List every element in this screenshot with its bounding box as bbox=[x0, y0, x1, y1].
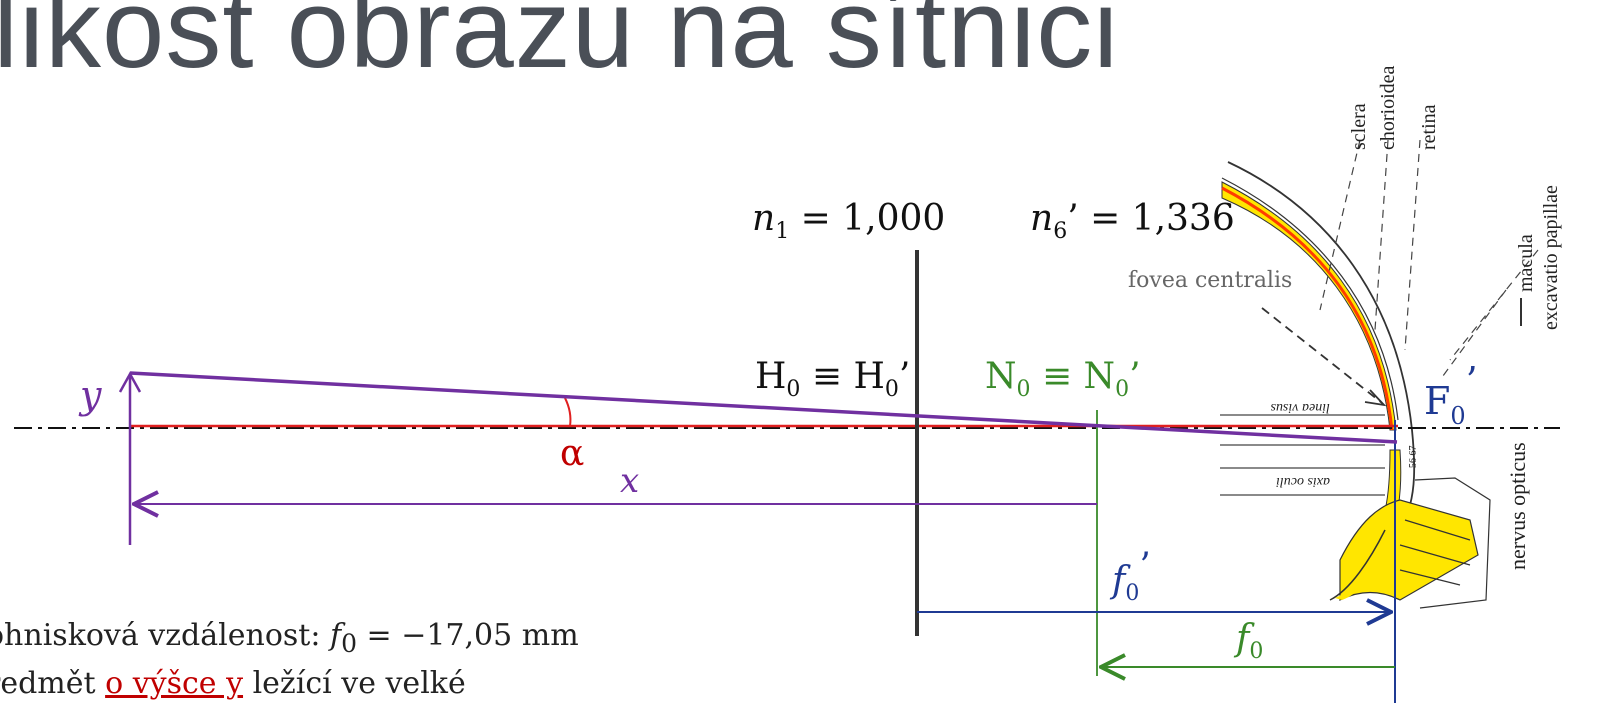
bottom-line-1: ohnisková vzdálenost: f0 = −17,05 mm bbox=[0, 618, 579, 658]
label-alpha: α bbox=[560, 433, 584, 474]
slide-title: elikost obrazu na sítnici bbox=[0, 0, 1120, 91]
lower-arc-yellow bbox=[1335, 540, 1388, 600]
sclera-outer-arc bbox=[1227, 161, 1416, 506]
choroid-layer bbox=[1221, 181, 1397, 431]
anatomy-chorioidea: chorioidea bbox=[1377, 65, 1399, 150]
anatomy-linea: linea visus bbox=[1270, 400, 1330, 415]
fovea-pointer bbox=[1261, 307, 1383, 404]
bottom-line-1-value: = −17,05 mm bbox=[357, 618, 579, 653]
alpha-arc bbox=[564, 397, 572, 427]
label-f0: f0 bbox=[1233, 618, 1263, 664]
axis-region-lines bbox=[1220, 414, 1385, 496]
label-n6: n6’ = 1,336 bbox=[1030, 198, 1235, 244]
bottom-line-1-f: f bbox=[329, 618, 342, 653]
lower-arc bbox=[1329, 529, 1386, 601]
label-N: N0 ≡ N0’ bbox=[985, 356, 1141, 402]
nerve-sheath bbox=[1414, 477, 1491, 609]
anatomy-nervus: nervus opticus bbox=[1505, 442, 1530, 570]
label-n1: n1 = 1,000 bbox=[752, 198, 945, 244]
sclera-inner-arc bbox=[1221, 177, 1399, 421]
label-y: y bbox=[78, 373, 102, 417]
anatomy-sclera: sclera bbox=[1348, 103, 1370, 150]
anatomy-macula: macula bbox=[1515, 234, 1537, 292]
label-F: F0’ bbox=[1424, 359, 1478, 430]
purple-ray bbox=[129, 371, 1398, 444]
fovea-arrowhead bbox=[1364, 389, 1387, 407]
anatomy-excavatio: excavatio papillae bbox=[1540, 185, 1562, 330]
anatomy-retina: retina bbox=[1418, 104, 1440, 150]
anatomy-leader-lines bbox=[1319, 139, 1539, 381]
bottom-line-2: ředmět o výšce y ležící ve velké bbox=[0, 666, 466, 701]
bottom-line-1-sub: 0 bbox=[341, 629, 357, 658]
label-fovea: fovea centralis bbox=[1128, 268, 1292, 293]
label-H: H0 ≡ H0’ bbox=[755, 356, 910, 402]
bottom-line-2-red: o výšce y bbox=[105, 666, 244, 701]
bottom-line-2-suffix: ležící ve velké bbox=[243, 666, 466, 701]
nerve-shape bbox=[1339, 499, 1479, 601]
retina-red-line bbox=[1221, 186, 1394, 431]
anatomy-axis: axis oculi bbox=[1276, 474, 1330, 489]
bottom-line-1-prefix: ohnisková vzdálenost: bbox=[0, 618, 330, 653]
label-x: x bbox=[620, 461, 639, 501]
nerve-bands bbox=[1399, 519, 1471, 586]
eye-illustration bbox=[1220, 139, 1539, 609]
anatomy-small-num: 56 67 bbox=[1408, 446, 1419, 469]
bottom-line-2-prefix: ředmět bbox=[0, 666, 96, 701]
label-f0prime: f0’ bbox=[1109, 546, 1151, 606]
